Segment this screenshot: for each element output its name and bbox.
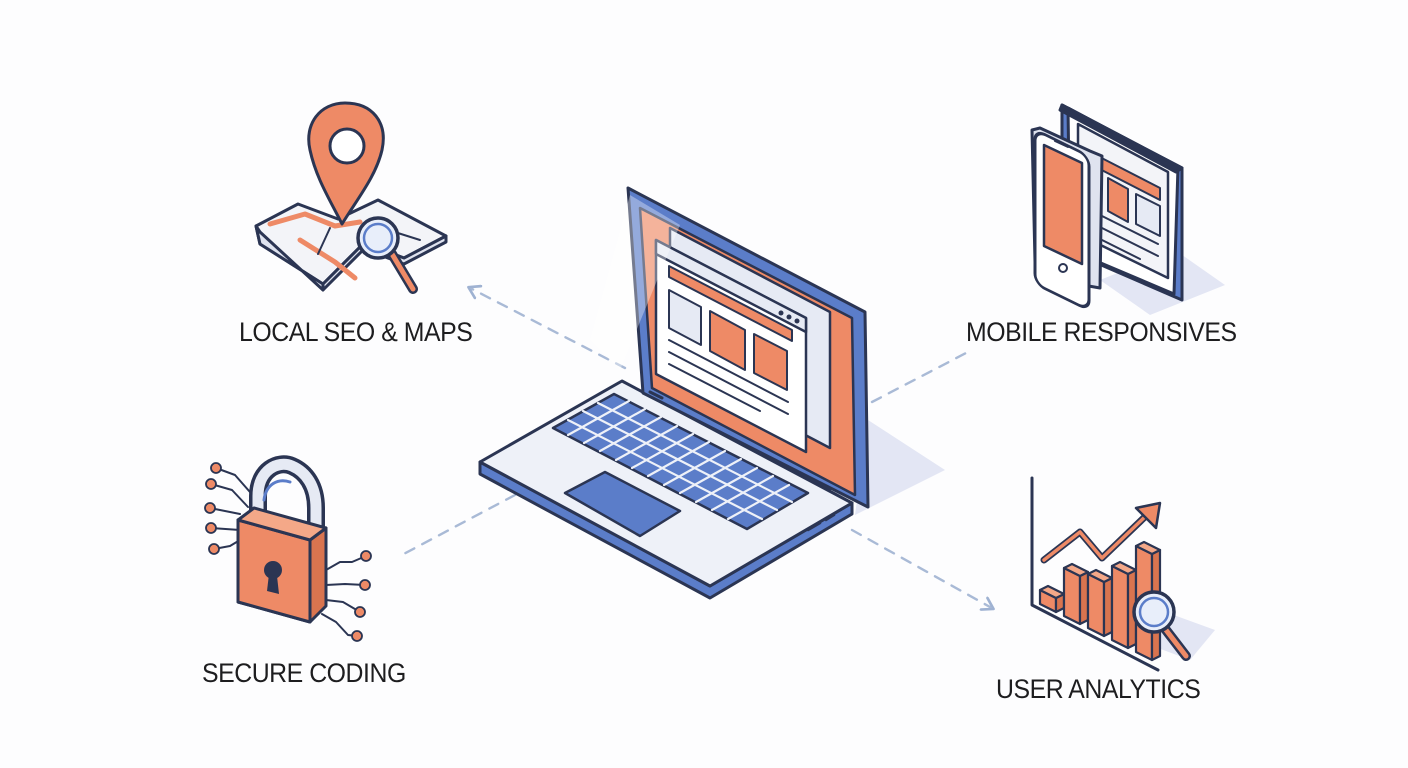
mobile-responsive-label: MOBILE RESPONSIVES [966, 317, 1237, 347]
user-analytics-label: USER ANALYTICS [996, 674, 1201, 704]
padlock-circuit-icon [204, 455, 372, 642]
connector-lines [396, 284, 995, 611]
map-pin-magnifier-icon [254, 101, 448, 294]
local-seo-label: LOCAL SEO & MAPS [239, 317, 473, 347]
phone-tablet-icon [1030, 103, 1225, 315]
bar-chart-magnifier-icon [1030, 476, 1215, 672]
connector-to-analytics [850, 528, 995, 611]
connector-to-secure [396, 493, 517, 559]
connector-to-mobile [870, 350, 970, 404]
secure-coding-label: SECURE CODING [202, 658, 406, 688]
laptop-webpage-icon [478, 186, 945, 600]
connector-to-local-seo [467, 284, 627, 370]
